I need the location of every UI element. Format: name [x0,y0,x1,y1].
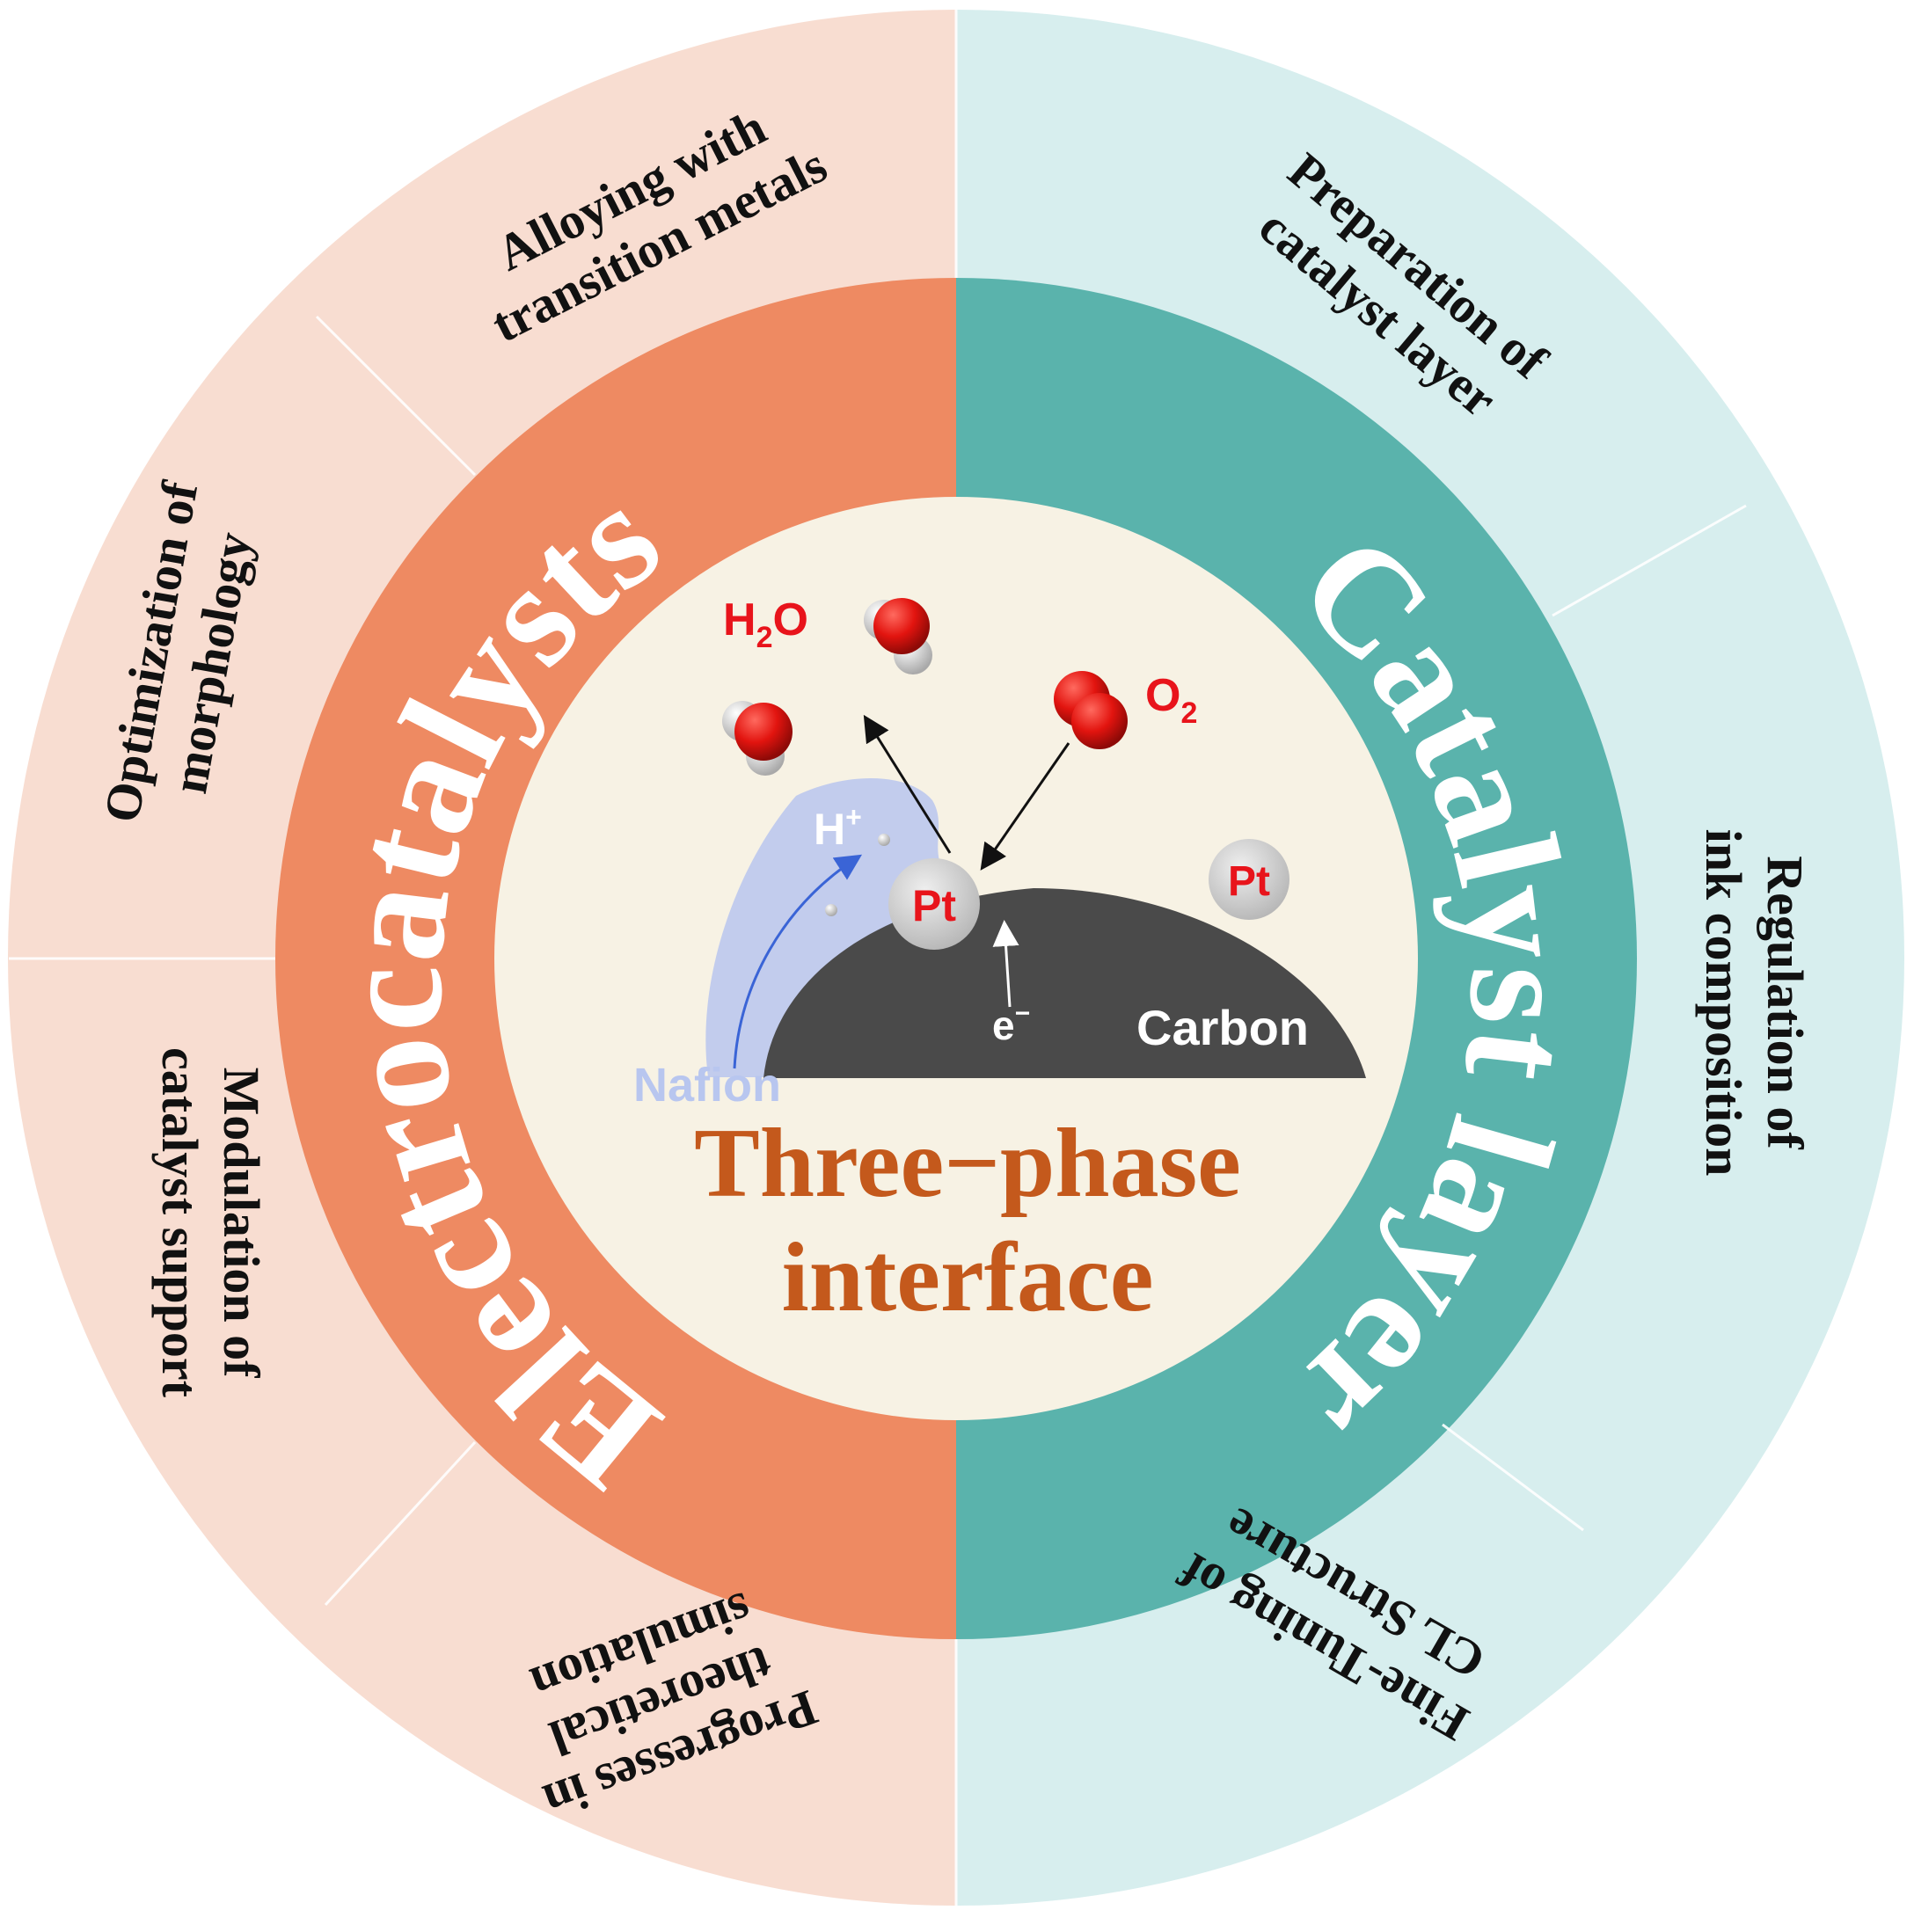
pt-particle-right [1209,839,1289,920]
outer-item-support-line1: Modulation of [213,1068,270,1379]
water-molecule-icon [722,701,793,776]
arrow-to-water [863,714,952,854]
center-title-line2: interface [782,1223,1154,1332]
arrow-proton-path [733,854,863,1069]
arrow-oxygen-to-pt [980,742,1070,871]
nafion-label: Nafion [633,1059,781,1112]
proton-dot [825,904,837,916]
outer-item-ink-line1: Regulation of [1757,856,1814,1149]
nafion-ionomer [705,778,945,1077]
proton-label: H+ [814,801,862,854]
carbon-label: Carbon [1136,1000,1309,1055]
outer-item-support-line2: catalyst support [151,1047,208,1398]
water-molecule-icon [864,598,932,674]
oxygen-label: O2 [1145,670,1197,730]
three-phase-illustration: H2O O2 H+ Pt Pt e− Carbon Nafion [633,594,1366,1112]
pt-label-right: Pt [1228,858,1270,905]
arrow-electron [992,920,1019,1008]
electron-label: e− [992,999,1030,1048]
segment-dividers [9,10,1747,1906]
water-label: H2O [723,594,808,654]
pt-label-left: Pt [912,881,956,930]
outer-item-ink-line2: ink composition [1695,829,1752,1177]
proton-dot [878,834,890,846]
center-title-line1: Three−phase [694,1109,1241,1218]
outer-item-support: Modulation of catalyst support [151,1047,270,1398]
outer-item-ink: Regulation of ink composition [1695,829,1814,1177]
pt-particle-left [888,858,980,950]
oxygen-molecule-icon [1054,671,1128,749]
